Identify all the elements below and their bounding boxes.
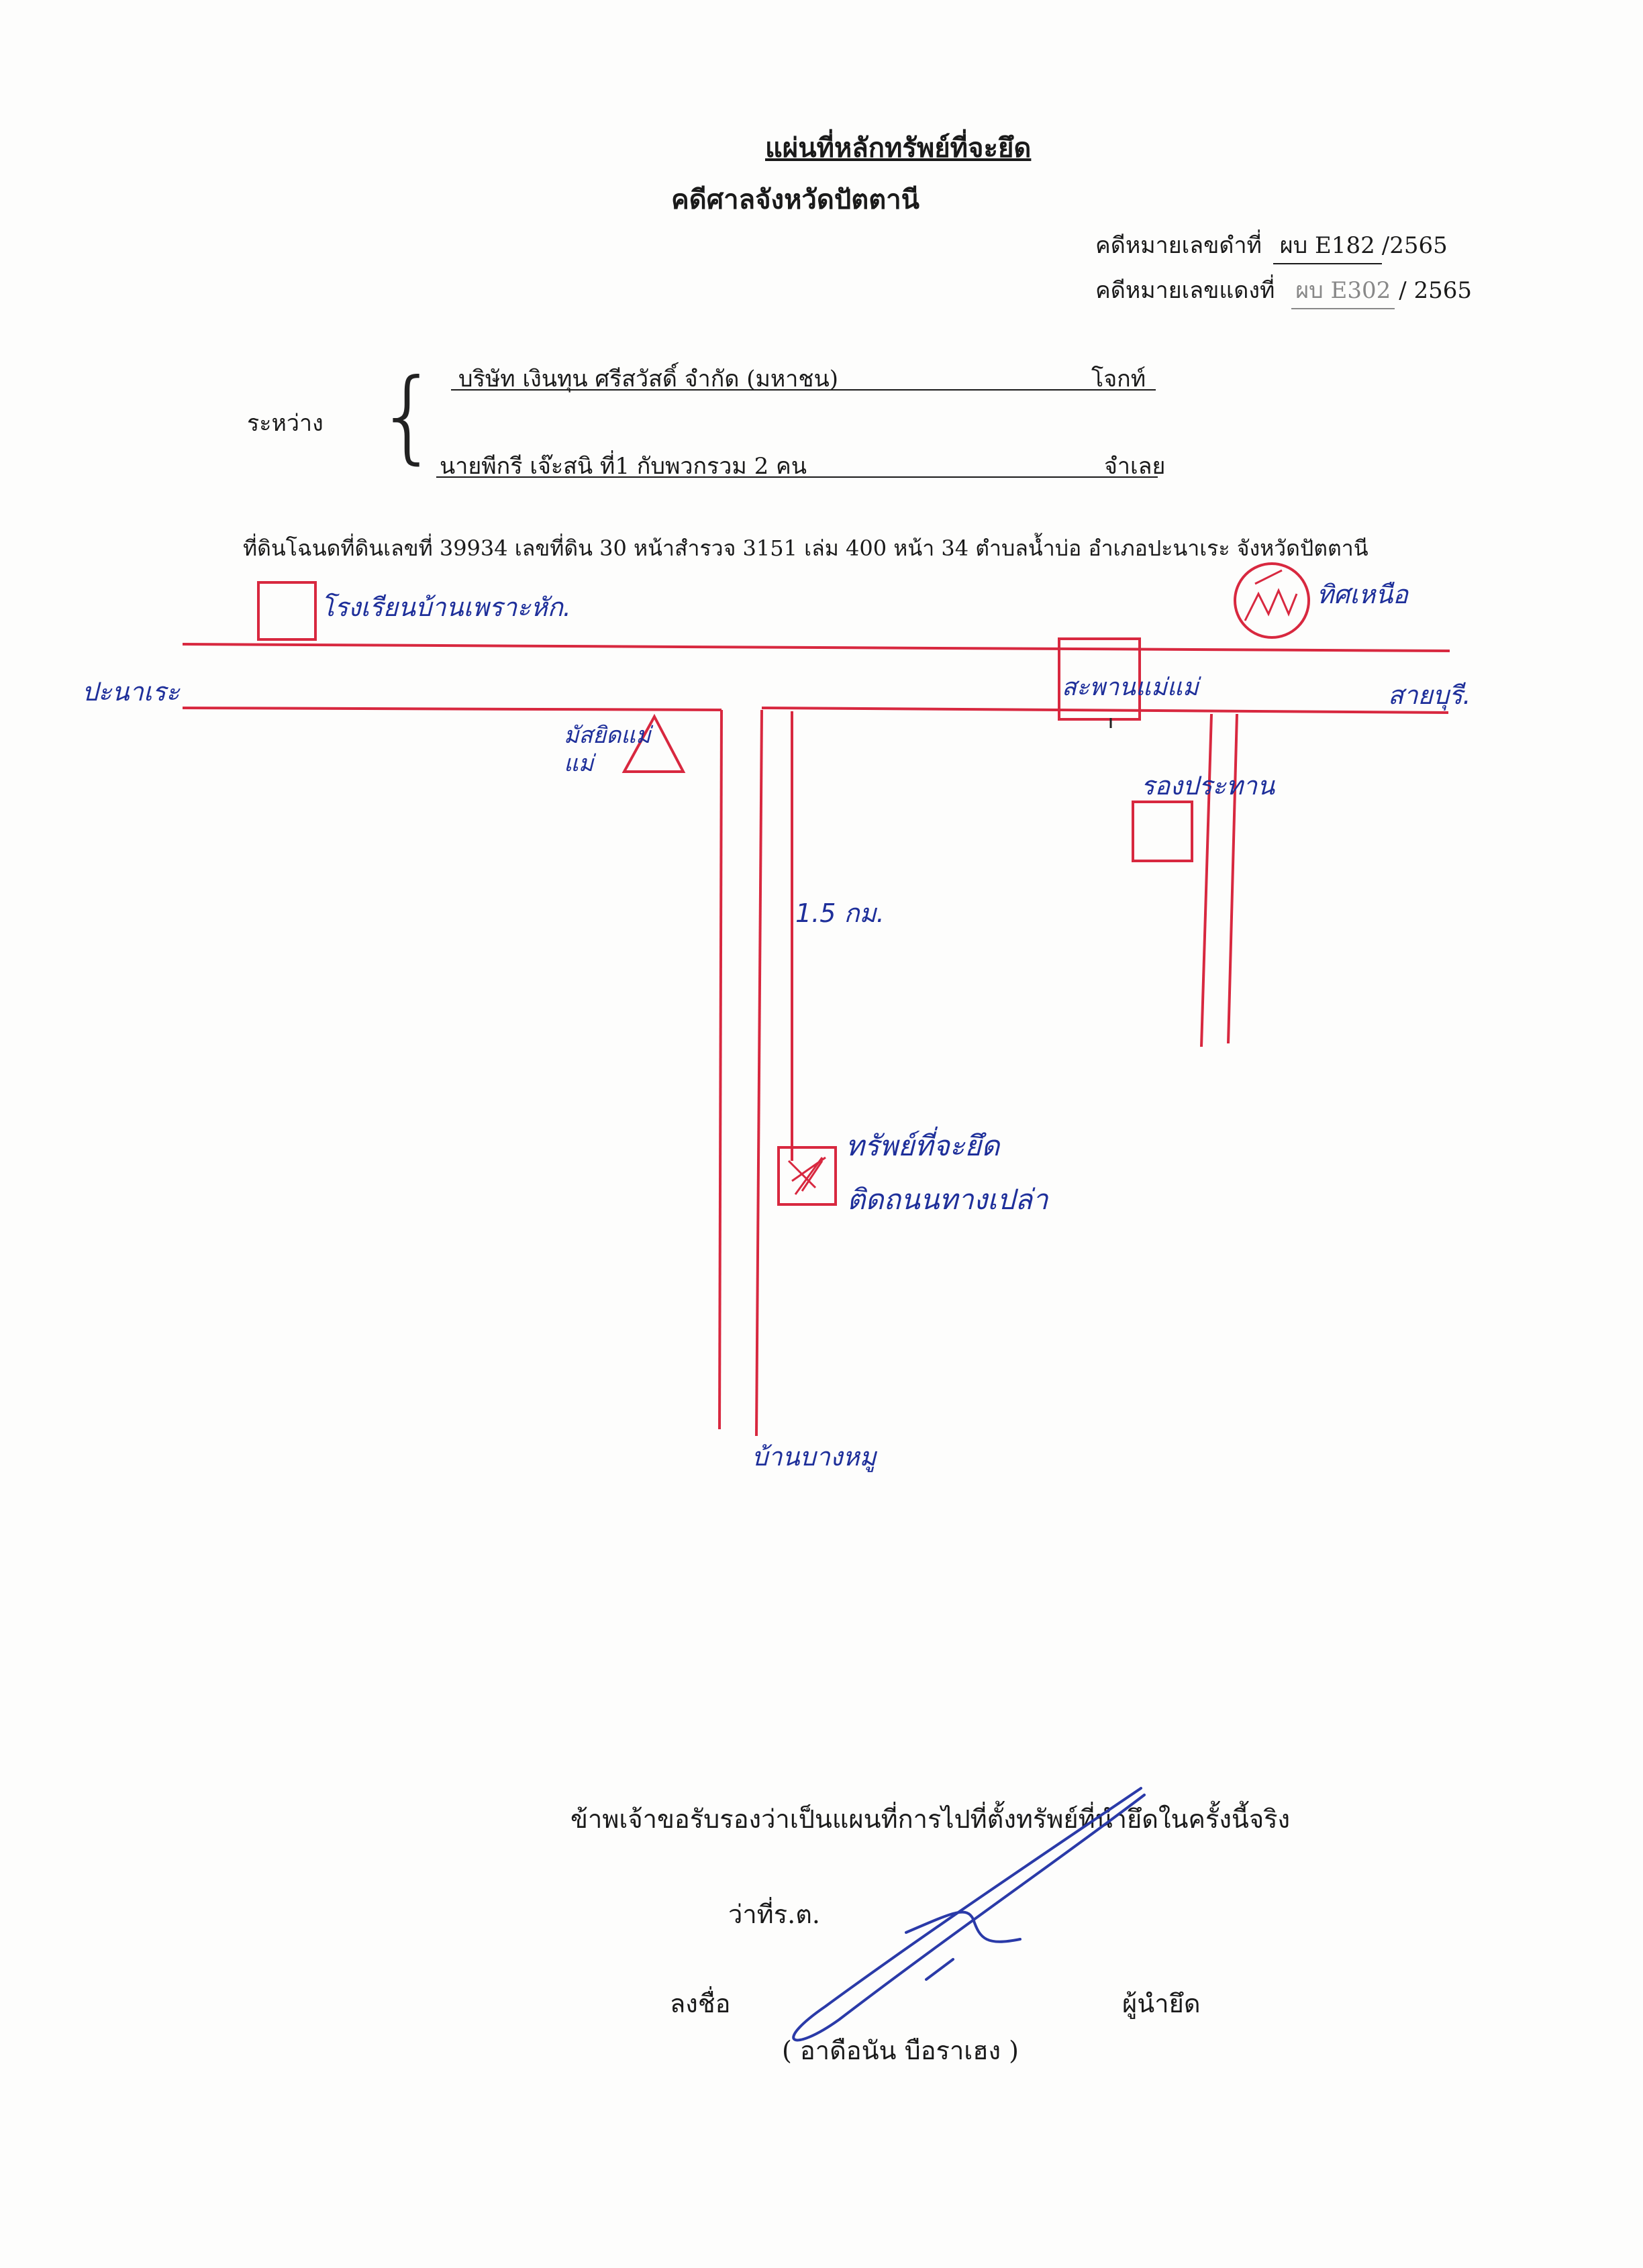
mosque-marker: [621, 713, 686, 773]
party-brace: {: [376, 358, 440, 474]
school-label: โรงเรียนบ้านเพราะหัก.: [321, 592, 571, 622]
between-label: ระหว่าง: [247, 410, 323, 437]
land-description: ที่ดินโฉนดที่ดินเลขที่ 39934 เลขที่ดิน 3…: [243, 535, 1368, 561]
certification-statement: ข้าพเจ้าขอรับรองว่าเป็นแผนที่การไปที่ตั้…: [570, 1804, 1291, 1834]
main-road-bottom-right-edge: [761, 707, 1449, 714]
main-road-top-edge: [182, 643, 1450, 652]
main-road-bottom-left-edge: [182, 707, 722, 711]
north-arrow-icon: [1234, 562, 1310, 639]
bridge-marker: [1058, 637, 1141, 721]
temple-road-right-edge: [1227, 713, 1238, 1044]
defendant-name: นายพีกรี เจ๊ะสนิ ที่1 กับพวกรวม 2 คน: [440, 453, 807, 480]
black-case-year: /2565: [1381, 232, 1448, 259]
distance-label: 1.5 กม.: [795, 898, 885, 928]
red-case-label: คดีหมายเลขแดงที่: [1095, 277, 1275, 304]
right-destination-label: สายบุรี.: [1388, 680, 1471, 710]
red-case-number: คดีหมายเลขแดงที่ ผบ E302/ 2565: [1095, 272, 1472, 309]
red-case-value: ผบ E302: [1291, 272, 1395, 309]
left-destination-label: ปะนาเระ: [82, 677, 180, 707]
temple-label: รองประทาน: [1141, 771, 1275, 801]
defendant-role: จำเลย: [1104, 453, 1166, 480]
red-case-year: / 2565: [1399, 277, 1473, 304]
mosque-label: มัสยิดแม่แม่: [564, 722, 651, 777]
plaintiff-role: โจกท์: [1091, 366, 1146, 393]
black-case-value: ผบ E182: [1273, 227, 1382, 264]
plaintiff-underline: [451, 389, 1156, 391]
plaintiff-name: บริษัท เงินทุน ศรีสวัสดิ์ จำกัด (มหาชน): [458, 366, 838, 393]
side-road-left-edge: [718, 709, 723, 1430]
temple-marker: [1132, 801, 1193, 862]
temple-road-left-edge: [1200, 713, 1213, 1047]
property-hatch: [787, 1156, 826, 1195]
school-marker: [257, 581, 317, 641]
signer-rank: ว่าที่ร.ต.: [728, 1900, 820, 1929]
defendant-underline: [436, 476, 1158, 478]
bridge-label: สะพานแม่แม่: [1062, 674, 1199, 701]
north-label: ทิศเหนือ: [1317, 580, 1409, 609]
document-title: แผ่นที่หลักทรัพย์ที่จะยึด: [765, 132, 1032, 164]
court-name: คดีศาลจังหวัดปัตตานี: [671, 184, 920, 215]
north-arrow-mark: [1244, 569, 1298, 621]
sign-label: ลงชื่อ: [670, 1989, 731, 2018]
black-case-number: คดีหมายเลขดำที่ ผบ E182/2565: [1095, 227, 1448, 264]
side-road-right-edge: [755, 709, 763, 1437]
property-marker: [777, 1146, 837, 1206]
property-label-line2: ติดถนนทางเปล่า: [847, 1183, 1048, 1216]
signer-role: ผู้นำยึด: [1122, 1989, 1201, 2018]
property-label-line1: ทรัพย์ที่จะยึด: [846, 1129, 1000, 1162]
black-case-label: คดีหมายเลขดำที่: [1095, 232, 1262, 259]
signer-name: ( อาดือนัน บือราเฮง ): [782, 2036, 1019, 2065]
bottom-destination-label: บ้านบางหมู: [752, 1442, 877, 1472]
